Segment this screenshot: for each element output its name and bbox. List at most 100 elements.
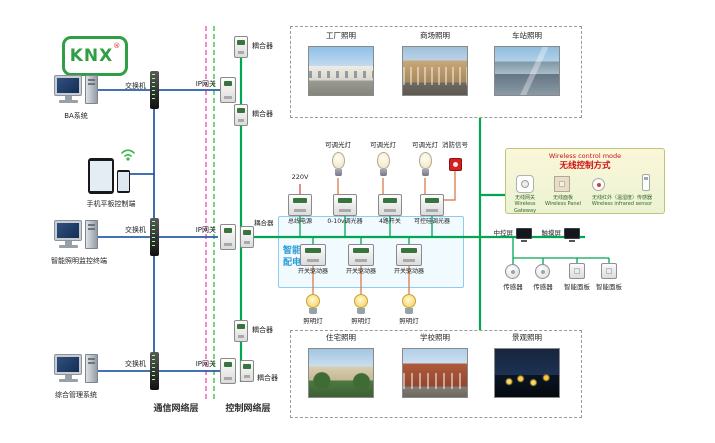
lamp-glass: [354, 294, 368, 308]
switch-icon-bottom: [150, 352, 159, 390]
label-coupler-3: 耦合器: [254, 219, 274, 227]
screen-stand: [569, 240, 575, 242]
label-mobile-terminal: 手机平板控制端: [86, 200, 136, 208]
label-ip-gateway-middle: IP网关: [195, 226, 216, 234]
scene-photo-factory: [308, 46, 374, 96]
wireless-gateway-label-zh: 无线网关: [514, 195, 535, 201]
wireless-box: Wireless control mode 无线控制方式: [505, 148, 665, 214]
label-lamp-3: 照明灯: [399, 317, 419, 325]
wireless-panel-label: 无线面板 Wireless Panel: [545, 195, 581, 208]
ip-gateway-icon-middle: [220, 224, 236, 250]
knx-logo-text: KNX: [69, 46, 114, 66]
module-dimmer-0-10v-icon: [333, 194, 357, 216]
pc-lighting-monitor: [54, 220, 100, 254]
pc-monitor-icon: [54, 220, 82, 241]
wireless-sensor-label: 无线红外（温湿度）传感器 Wireless infrared sensor: [583, 195, 661, 208]
lamp-icon-1: [305, 294, 321, 316]
scene-label-station: 车站照明: [512, 31, 542, 40]
lamp-base: [405, 308, 413, 314]
label-fire-signal: 消防信号: [442, 141, 468, 149]
label-module-dimmer-0-10v: 0-10v调光器: [327, 218, 363, 225]
label-coupler-2: 耦合器: [252, 110, 273, 118]
dimmable-light-icon-2: [375, 152, 391, 178]
wireless-remote-icon: [642, 174, 650, 191]
module-bus-power-icon: [288, 194, 312, 216]
distribution-title-line2: 配电箱: [283, 258, 311, 269]
top-scenes-box: [290, 26, 582, 118]
bulb-cap: [334, 169, 342, 176]
lamp-icon-2: [353, 294, 369, 316]
screen: [564, 228, 580, 239]
bulb-cap: [421, 169, 429, 176]
pc-tower-icon: [85, 75, 98, 104]
label-ip-gateway-bottom: IP网关: [195, 360, 216, 368]
label-smart-panel-2: 智能面板: [596, 283, 622, 291]
scene-photo-residential: [308, 348, 374, 398]
scene-photo-mall: [402, 46, 468, 96]
smart-panel-icon-1: [569, 263, 585, 279]
mobile-tablet-group: [88, 150, 144, 198]
label-module-scr-dimmer: 可控硅调光器: [413, 218, 450, 225]
lamp-glass: [402, 294, 416, 308]
coupler-icon-5: [240, 360, 254, 382]
label-switch-actuator-1: 开关驱动器: [297, 268, 328, 275]
label-voltage: 220V: [291, 173, 309, 181]
lamp-icon-3: [401, 294, 417, 316]
scene-label-landscape: 景观照明: [512, 333, 542, 342]
pc-base: [59, 100, 78, 103]
phone-screen: [118, 172, 129, 191]
pc-tower-icon: [85, 354, 98, 383]
pc-base: [59, 245, 78, 248]
label-management-system: 综合管理系统: [55, 391, 97, 399]
bulb-glass: [376, 152, 390, 169]
ip-gateway-icon-top: [220, 77, 236, 103]
scene-photo-landscape: [494, 348, 560, 398]
switch-icon-top: [150, 71, 159, 109]
label-switch-actuator-2: 开关驱动器: [345, 268, 376, 275]
scene-label-residential: 住宅照明: [326, 333, 356, 342]
module-switch-4ch-icon: [378, 194, 402, 216]
label-switch-bottom: 交换机: [125, 360, 146, 368]
pc-ba-system: [54, 75, 100, 109]
knx-logo: KNX ®: [62, 36, 128, 76]
label-control-layer: 控制网络层: [225, 404, 271, 414]
wireless-title-zh: 无线控制方式: [559, 161, 611, 171]
label-dimmable-light-2: 可调光灯: [370, 141, 396, 149]
coupler-icon-1: [234, 36, 248, 58]
lamp-glass: [306, 294, 320, 308]
scene-photo-station: [494, 46, 560, 96]
bulb-glass: [331, 152, 345, 169]
dimmable-light-icon-1: [330, 152, 346, 178]
pc-screen: [57, 357, 79, 372]
phone-icon: [117, 170, 130, 193]
label-lamp-1: 照明灯: [303, 317, 323, 325]
pc-monitor-icon: [54, 75, 82, 96]
label-coupler-5: 耦合器: [257, 374, 278, 382]
label-touch-screen: 触摸屏: [541, 229, 562, 237]
wireless-panel-icon: [554, 176, 570, 192]
scene-label-school: 学校照明: [420, 333, 450, 342]
wireless-gateway-label: 无线网关 Wireless Gateway: [505, 195, 545, 214]
label-ba-system: BA系统: [64, 112, 88, 120]
pc-base: [59, 379, 78, 382]
tablet-icon: [88, 158, 114, 194]
screen-stand: [521, 240, 527, 242]
wireless-sensor-label-en: Wireless infrared sensor: [591, 201, 653, 208]
wireless-sensor-icon: [592, 178, 605, 191]
wireless-panel-label-en: Wireless Panel: [545, 201, 581, 208]
touch-screen-icon: [564, 228, 580, 243]
label-ip-gateway-top: IP网关: [195, 80, 216, 88]
label-dimmable-light-3: 可调光灯: [412, 141, 438, 149]
label-sensor-2: 传感器: [533, 283, 553, 291]
dimmable-light-icon-3: [417, 152, 433, 178]
wireless-title-en: Wireless control mode: [548, 152, 622, 160]
wireless-panel-label-zh: 无线面板: [552, 195, 573, 201]
wireless-gateway-icon: [516, 175, 534, 193]
lamp-base: [357, 308, 365, 314]
wifi-icon: [121, 149, 135, 161]
label-coupler-4: 耦合器: [252, 326, 273, 334]
label-lighting-monitor: 智能照明监控终端: [51, 257, 107, 265]
coupler-icon-4: [234, 320, 248, 342]
pc-stand: [65, 375, 72, 379]
